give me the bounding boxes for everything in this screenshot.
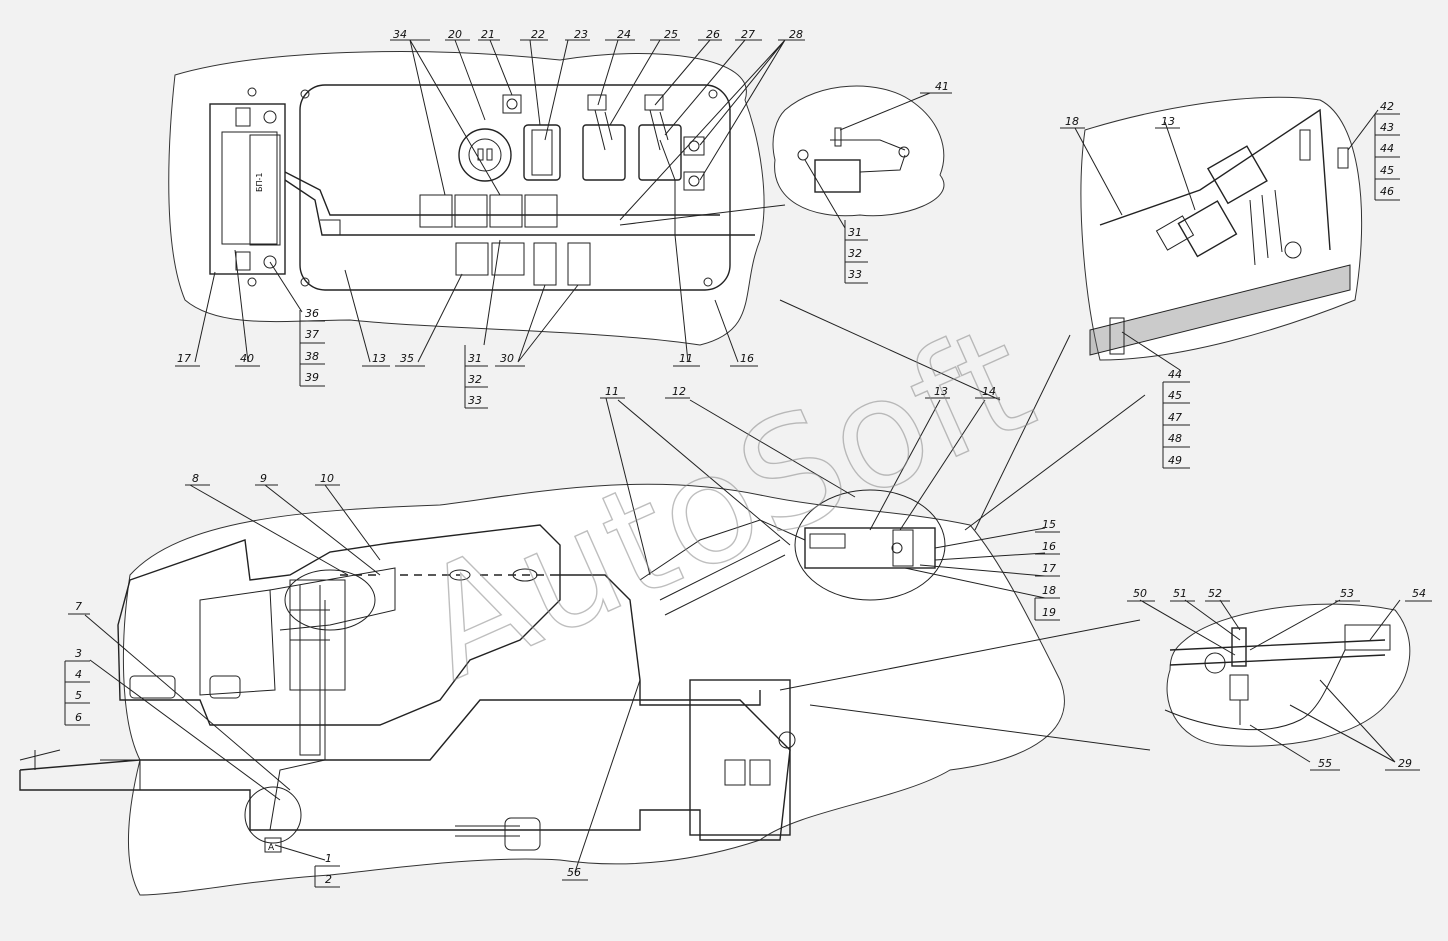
callout-51: 51 xyxy=(1173,587,1187,600)
callout-21: 21 xyxy=(481,28,495,41)
callout-19: 19 xyxy=(1042,606,1056,619)
callout-42: 42 xyxy=(1380,100,1394,113)
callout-8: 8 xyxy=(192,472,199,485)
mount-detail xyxy=(1080,96,1363,361)
callout-32: 32 xyxy=(468,373,482,386)
callout-11: 11 xyxy=(679,352,693,365)
callout-17: 17 xyxy=(177,352,191,365)
callout-16: 16 xyxy=(1042,540,1056,553)
callout-31: 31 xyxy=(848,226,862,239)
callout-11: 11 xyxy=(605,385,619,398)
callout-7: 7 xyxy=(75,600,82,613)
callout-16: 16 xyxy=(740,352,754,365)
callout-49: 49 xyxy=(1168,454,1182,467)
callout-45: 45 xyxy=(1168,389,1182,402)
point-marker: A xyxy=(268,843,275,853)
callout-13: 13 xyxy=(372,352,386,365)
callout-52: 52 xyxy=(1208,587,1222,600)
callout-39: 39 xyxy=(305,371,319,384)
callout-47: 47 xyxy=(1168,411,1182,424)
vehicle-view: A xyxy=(19,483,1065,896)
callout-labels: 34 20 21 22 23 24 25 26 27 28 41 31 32 3… xyxy=(75,28,1426,886)
callout-14: 14 xyxy=(982,385,996,398)
callout-20: 20 xyxy=(448,28,462,41)
callout-30: 30 xyxy=(500,352,514,365)
callout-54: 54 xyxy=(1412,587,1426,600)
callout-15: 15 xyxy=(1042,518,1056,531)
callout-32: 32 xyxy=(848,247,862,260)
callout-33: 33 xyxy=(848,268,862,281)
callout-46: 46 xyxy=(1380,185,1394,198)
callout-35: 35 xyxy=(400,352,414,365)
relay-detail xyxy=(772,85,945,217)
callout-5: 5 xyxy=(75,689,82,702)
callout-33: 33 xyxy=(468,394,482,407)
callout-13: 13 xyxy=(934,385,948,398)
callout-45: 45 xyxy=(1380,164,1394,177)
callout-10: 10 xyxy=(320,472,334,485)
panel-marking: БП-1 xyxy=(255,173,264,192)
callout-2: 2 xyxy=(325,873,332,886)
callout-38: 38 xyxy=(305,350,319,363)
callout-40: 40 xyxy=(240,352,254,365)
callout-1: 1 xyxy=(325,852,332,865)
callout-29: 29 xyxy=(1398,757,1412,770)
callout-18: 18 xyxy=(1042,584,1056,597)
sensor-detail xyxy=(1164,603,1411,747)
callout-50: 50 xyxy=(1133,587,1147,600)
callout-17: 17 xyxy=(1042,562,1056,575)
callout-9: 9 xyxy=(260,472,267,485)
callout-24: 24 xyxy=(617,28,631,41)
callout-25: 25 xyxy=(664,28,678,41)
callout-41: 41 xyxy=(935,80,949,93)
callout-53: 53 xyxy=(1340,587,1354,600)
callout-4: 4 xyxy=(75,668,82,681)
callout-34: 34 xyxy=(393,28,407,41)
callout-underlines xyxy=(64,39,1432,888)
callout-18: 18 xyxy=(1065,115,1079,128)
callout-13: 13 xyxy=(1161,115,1175,128)
panel-detail: БП-1 xyxy=(168,51,765,346)
callout-3: 3 xyxy=(75,647,82,660)
callout-55: 55 xyxy=(1318,757,1332,770)
callout-44: 44 xyxy=(1380,142,1394,155)
callout-26: 26 xyxy=(706,28,720,41)
callout-56: 56 xyxy=(567,866,581,879)
callout-31: 31 xyxy=(468,352,482,365)
callout-22: 22 xyxy=(531,28,545,41)
callout-6: 6 xyxy=(75,711,82,724)
callout-27: 27 xyxy=(741,28,755,41)
callout-28: 28 xyxy=(789,28,803,41)
callout-48: 48 xyxy=(1168,432,1182,445)
callout-44: 44 xyxy=(1168,368,1182,381)
leader-lines xyxy=(84,39,1401,873)
callout-23: 23 xyxy=(574,28,588,41)
callout-43: 43 xyxy=(1380,121,1394,134)
callout-36: 36 xyxy=(305,307,319,320)
callout-12: 12 xyxy=(672,385,686,398)
callout-37: 37 xyxy=(305,328,319,341)
